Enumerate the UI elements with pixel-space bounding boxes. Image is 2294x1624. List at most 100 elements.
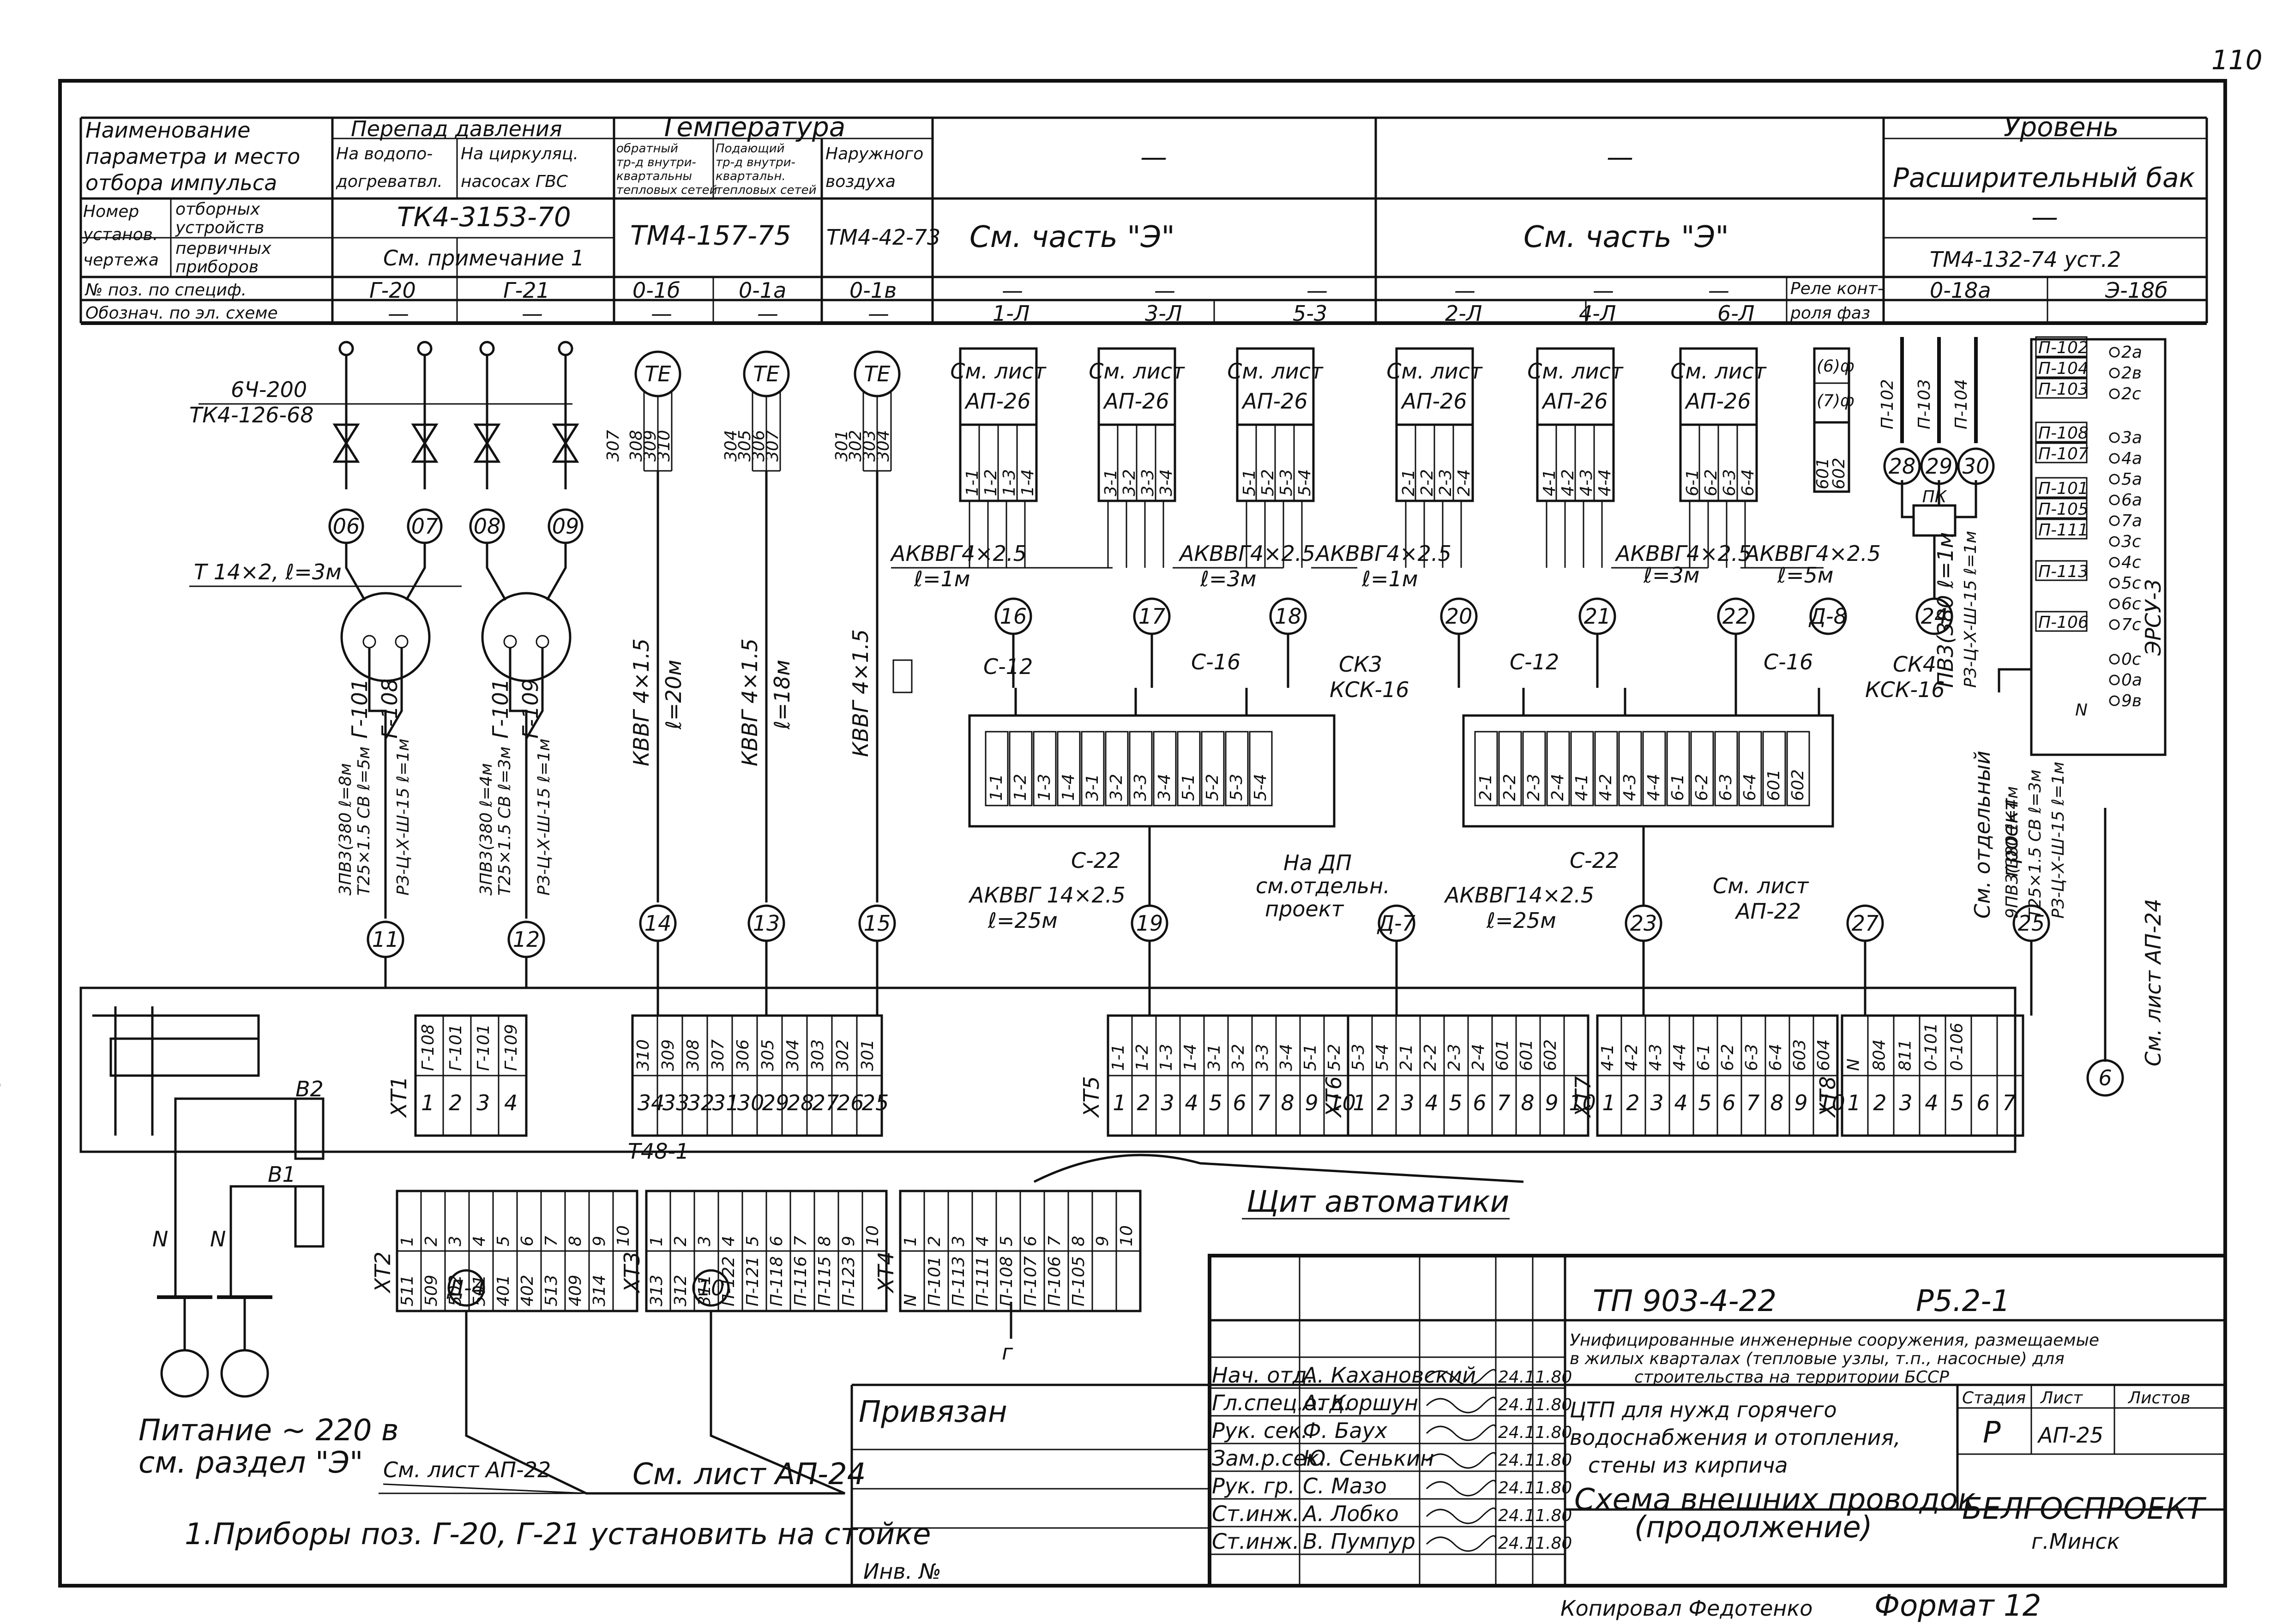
terminal-label: 309 [659,1039,678,1071]
terminal-label: 2-1 [1397,1044,1416,1071]
stage-header: Стадия [1962,1389,2026,1407]
terminal-number: 7 [2002,1090,2016,1115]
install-label: установ. [83,225,158,244]
terminal-number: 7 [1746,1090,1759,1115]
param-label: отбора импульса [85,170,277,195]
see-sheet: См. лист [1527,359,1624,384]
terminal-label: 9 [1093,1236,1112,1246]
format: Формат 12 [1874,1589,2041,1623]
position-number: 17 [1138,604,1166,629]
ersu-n: N [2075,701,2088,720]
pos-dash: — [1454,278,1475,303]
role-title: Рук. сек. [1212,1418,1308,1443]
ersu-tag: П-101 [2038,479,2089,498]
valve-06-label: 06 [333,514,360,539]
relay-term: (6)ф [1817,357,1854,376]
te-term: 308 [627,430,646,462]
pos-018a: 0-18а [1930,278,1991,303]
block-name: ХТ1 [386,1076,411,1118]
ersu-tag: П-108 [2038,424,2089,443]
terminal-label: 3-2 [1229,1044,1248,1071]
heater-label: На водопо- [336,144,433,163]
relay-label: Реле конт- [1790,279,1884,298]
terminal-number: 10 [1569,1090,1596,1115]
terminal-label: 6-1 [1694,1044,1713,1071]
junction-term: 2-2 [1500,774,1519,801]
terminal-label: 3 [949,1236,968,1246]
terminal-label: 604 [1814,1039,1833,1071]
terminal-label: 1-2 [1133,1044,1152,1071]
el-3l: 3-Л [1145,301,1182,326]
junction-term: 3-2 [1107,774,1126,801]
dp-note: На ДП [1283,850,1352,875]
instrument-table [79,116,2208,325]
akvvg-1: ℓ=1м [914,566,970,591]
terminal-number: 4 [1925,1090,1938,1115]
subtitle: водоснабжения и отопления, [1570,1425,1901,1450]
cable-25-spec: 9ПВ3(380 ℓ=4м [2003,786,2022,919]
position-number: 24 [1921,604,1948,629]
role-name: Ф. Баух [1303,1418,1388,1443]
terminal-label: 0-106 [1947,1023,1966,1071]
relay-term: (7)ф [1817,391,1854,410]
position-number: 20 [1445,604,1473,629]
terminal-label: 603 [1790,1039,1809,1071]
b1-label: В1 [268,1162,296,1187]
junction-box-ck3 [968,714,1336,828]
te-term: 305 [735,430,754,462]
see-sheet: См. лист [1670,359,1767,384]
terminal-number: 7 [1257,1090,1270,1115]
subtitle: стены из кирпича [1588,1453,1788,1478]
ersu-tag: П-113 [2038,562,2089,581]
pk-label: ПК [1922,487,1947,506]
cable-24-spec: ПВ3(380 ℓ=1м [1933,532,1958,688]
ersu-label: ЭРСУ-3 [2141,579,2166,656]
position-circle [692,1269,730,1307]
akvvg-3: ℓ=1м [1361,566,1418,591]
terminal-number: 1 [1353,1090,1366,1115]
terminal-label: 7 [791,1236,810,1246]
block-name: ХТ7 [1571,1076,1596,1118]
box-term: 3-3 [1138,469,1157,496]
terminal-label: 502 [446,1275,465,1306]
el-dash: — [651,301,672,326]
signature [1426,1535,1497,1552]
te-term: 301 [832,430,851,462]
terminal-label: П-115 [815,1256,834,1306]
drawing-title: Схема внешних проводок [1574,1483,1976,1517]
terminal-label: 304 [783,1039,802,1071]
role-date: 24.11.80 [1498,1368,1572,1387]
terminal-number: 2 [1873,1090,1886,1115]
pos-01a: 0-1а [739,278,786,303]
position-number: 14 [644,911,672,936]
install-label: чертежа [83,251,159,270]
block-name: Т48-1 [628,1139,689,1164]
el-53: 5-3 [1293,301,1327,326]
block-name: ХТ2 [370,1251,395,1293]
cable-12-spec: РЗ-Ц-Х-Ш-15 ℓ=1м [535,739,554,896]
terminal-label: 310 [634,1039,653,1071]
box-term: 2-2 [1418,469,1437,496]
terminal-label: 1 [398,1236,417,1246]
ersu-term: 3а [2121,428,2142,447]
terminal-label: 2-3 [1445,1044,1464,1071]
block-name: ХТ5 [1079,1076,1104,1118]
ck4-label: КСК-16 [1865,677,1945,702]
terminal-label: 305 [759,1039,777,1071]
supply-label: Подающий [716,142,785,156]
see-part-e: См. часть "Э" [1523,220,1729,254]
box-term: 5-3 [1277,469,1296,496]
junction-term: 5-2 [1203,774,1222,801]
position-number: 19 [1136,911,1163,936]
pos-spec-label: № поз. по специф. [84,281,247,300]
see-sheet: См. лист [1227,359,1324,384]
see-ap24-vertical: См. лист АП-24 [2141,899,2166,1066]
ersu-term: 6с [2121,595,2141,614]
box-term: 1-3 [1000,469,1019,496]
pumps-label: насосах ГВС [461,172,568,191]
drawing-frame [58,79,2227,1588]
terminal-label: 10 [1117,1225,1136,1246]
terminal-label: 501 [470,1275,489,1306]
power-label: Питание ~ 220 в [138,1413,399,1448]
ap26-label: АП-26 [1684,389,1751,414]
